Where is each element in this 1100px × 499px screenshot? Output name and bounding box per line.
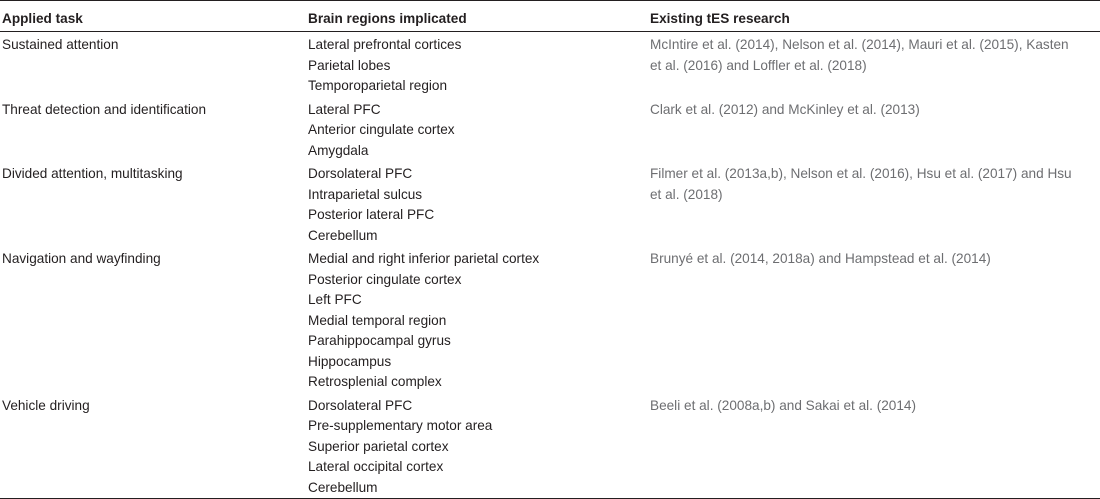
brain-region-item: Temporoparietal region	[308, 78, 448, 93]
applied-task-cell: Navigation and wayfinding	[2, 251, 161, 266]
brain-region-item: Retrosplenial complex	[308, 374, 442, 389]
existing-research-cell: Filmer et al. (2013a,b), Nelson et al. (…	[650, 161, 1100, 246]
table-row: Sustained attention Lateral prefrontal co…	[0, 32, 1100, 97]
brain-region-item: Dorsolateral PFC	[308, 166, 413, 181]
brain-region-item: Cerebellum	[308, 479, 378, 495]
brain-region-item: Parahippocampal gyrus	[308, 333, 451, 348]
brain-region-item: Medial temporal region	[308, 312, 447, 328]
brain-region-item: Intraparietal sulcus	[308, 186, 423, 202]
research-citations: Filmer et al. (2013a,b), Nelson et al. (…	[650, 166, 1072, 202]
brain-region-item: Posterior lateral PFC	[308, 207, 435, 222]
brain-region-item: Left PFC	[308, 292, 362, 307]
applied-task-cell: Divided attention, multitasking	[2, 166, 183, 181]
brain-region-item: Lateral PFC	[308, 101, 381, 117]
header-applied-task: Applied task	[0, 0, 308, 32]
brain-regions-cell: Medial and right inferior parietal corte…	[308, 246, 650, 393]
research-citations: Clark et al. (2012) and McKinley et al. …	[650, 101, 920, 117]
table-body: Sustained attention Lateral prefrontal co…	[0, 32, 1100, 499]
brain-region-item: Superior parietal cortex	[308, 438, 449, 454]
applied-task-cell: Threat detection and identification	[2, 101, 207, 117]
brain-region-item: Parietal lobes	[308, 57, 391, 73]
brain-region-item: Lateral occipital cortex	[308, 459, 444, 474]
existing-research-cell: Brunyé et al. (2014, 2018a) and Hampstea…	[650, 246, 1100, 393]
brain-region-item: Posterior cingulate cortex	[308, 271, 462, 287]
brain-region-item: Dorsolateral PFC	[308, 397, 413, 413]
brain-region-item: Cerebellum	[308, 227, 378, 243]
brain-region-item: Anterior cingulate cortex	[308, 122, 455, 137]
applied-task-cell: Vehicle driving	[0, 392, 308, 499]
research-citations: Brunyé et al. (2014, 2018a) and Hampstea…	[650, 251, 991, 266]
table-header: Applied task Brain regions implicated Ex…	[0, 0, 1100, 32]
research-citations: McIntire et al. (2014), Nelson et al. (2…	[650, 37, 1069, 73]
table-row: Threat detection and identification Later…	[0, 97, 1100, 162]
header-row: Applied task Brain regions implicated Ex…	[0, 0, 1100, 32]
header-brain-regions: Brain regions implicated	[308, 0, 650, 32]
brain-region-item: Lateral prefrontal cortices	[308, 37, 462, 52]
brain-region-item: Medial and right inferior parietal corte…	[308, 251, 540, 266]
header-existing-research: Existing tES research	[650, 0, 1100, 32]
existing-research-cell: McIntire et al. (2014), Nelson et al. (2…	[650, 32, 1100, 97]
brain-region-item: Hippocampus	[308, 353, 392, 369]
table-row: Divided attention, multitasking Dorsolate…	[0, 161, 1100, 246]
brain-regions-cell: Dorsolateral PFC Pre-supplementary motor …	[308, 392, 650, 499]
research-citations: Beeli et al. (2008a,b) and Sakai et al. …	[650, 397, 917, 413]
applied-task-cell: Sustained attention	[2, 37, 119, 52]
existing-research-cell: Clark et al. (2012) and McKinley et al. …	[650, 97, 1100, 162]
brain-region-item: Pre-supplementary motor area	[308, 418, 493, 433]
brain-region-item: Amygdala	[308, 142, 369, 158]
table-top-rule	[0, 0, 1100, 1]
table-row: Navigation and wayfinding Medial and righ…	[0, 246, 1100, 393]
existing-research-cell: Beeli et al. (2008a,b) and Sakai et al. …	[650, 392, 1100, 499]
